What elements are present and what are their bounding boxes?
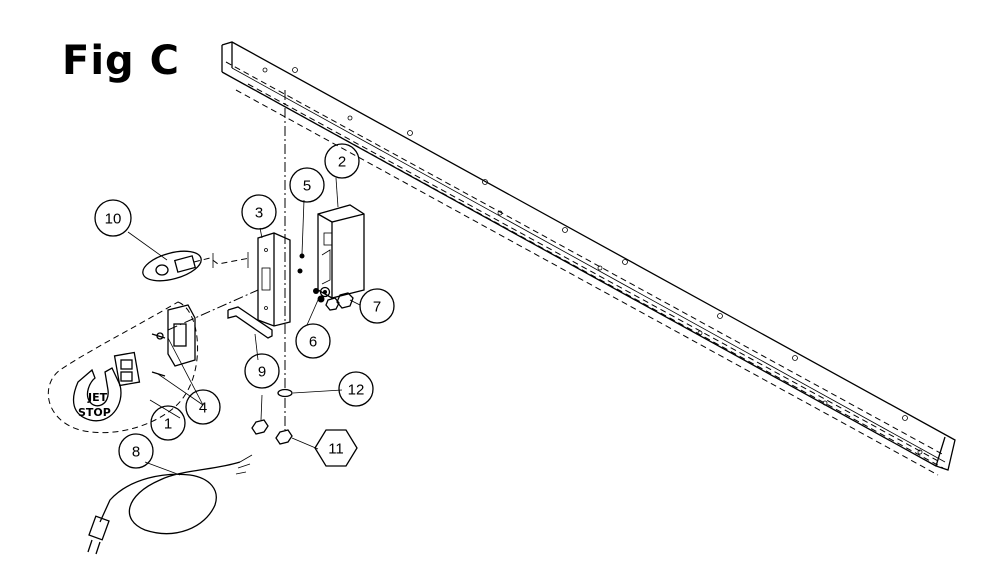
svg-text:12: 12 bbox=[348, 382, 365, 399]
svg-text:3: 3 bbox=[255, 205, 263, 222]
washer-12 bbox=[277, 388, 293, 398]
callout-2: 2 bbox=[324, 143, 360, 179]
callout-6: 6 bbox=[295, 323, 331, 359]
svg-text:10: 10 bbox=[105, 211, 122, 228]
ground-bracket bbox=[227, 306, 273, 339]
strain-relief bbox=[142, 250, 251, 282]
callout-10: 10 bbox=[94, 199, 132, 237]
svg-text:11: 11 bbox=[328, 441, 344, 458]
callout-8: 8 bbox=[118, 433, 154, 469]
svg-text:5: 5 bbox=[303, 178, 311, 195]
nut-9 bbox=[251, 419, 269, 435]
svg-text:8: 8 bbox=[132, 444, 140, 461]
switch-box bbox=[317, 204, 365, 299]
svg-text:1: 1 bbox=[164, 416, 172, 433]
nut-11 bbox=[275, 429, 293, 445]
svg-text:JET: JET bbox=[87, 391, 108, 404]
switch-assembly: JET STOP bbox=[47, 289, 259, 434]
leader-lines bbox=[127, 177, 361, 476]
callout-4: 4 bbox=[185, 389, 221, 425]
svg-text:4: 4 bbox=[199, 400, 207, 417]
callout-1: 1 bbox=[150, 405, 186, 441]
power-cord bbox=[87, 454, 253, 555]
callout-5: 5 bbox=[289, 167, 325, 203]
screws-and-nuts bbox=[297, 253, 354, 311]
angle-rail bbox=[221, 41, 956, 476]
callout-11: 11 bbox=[314, 429, 358, 467]
figure-title: Fig C bbox=[62, 38, 180, 84]
callout-12: 12 bbox=[338, 371, 374, 407]
callouts: 1 2 3 4 5 6 7 8 9 10 11 12 bbox=[94, 143, 395, 469]
svg-text:2: 2 bbox=[338, 154, 346, 171]
svg-text:7: 7 bbox=[373, 299, 381, 316]
svg-text:STOP: STOP bbox=[78, 406, 111, 419]
callout-7: 7 bbox=[359, 288, 395, 324]
svg-text:9: 9 bbox=[258, 364, 266, 381]
callout-9: 9 bbox=[244, 353, 280, 389]
callout-3: 3 bbox=[241, 194, 277, 230]
svg-text:6: 6 bbox=[309, 334, 317, 351]
